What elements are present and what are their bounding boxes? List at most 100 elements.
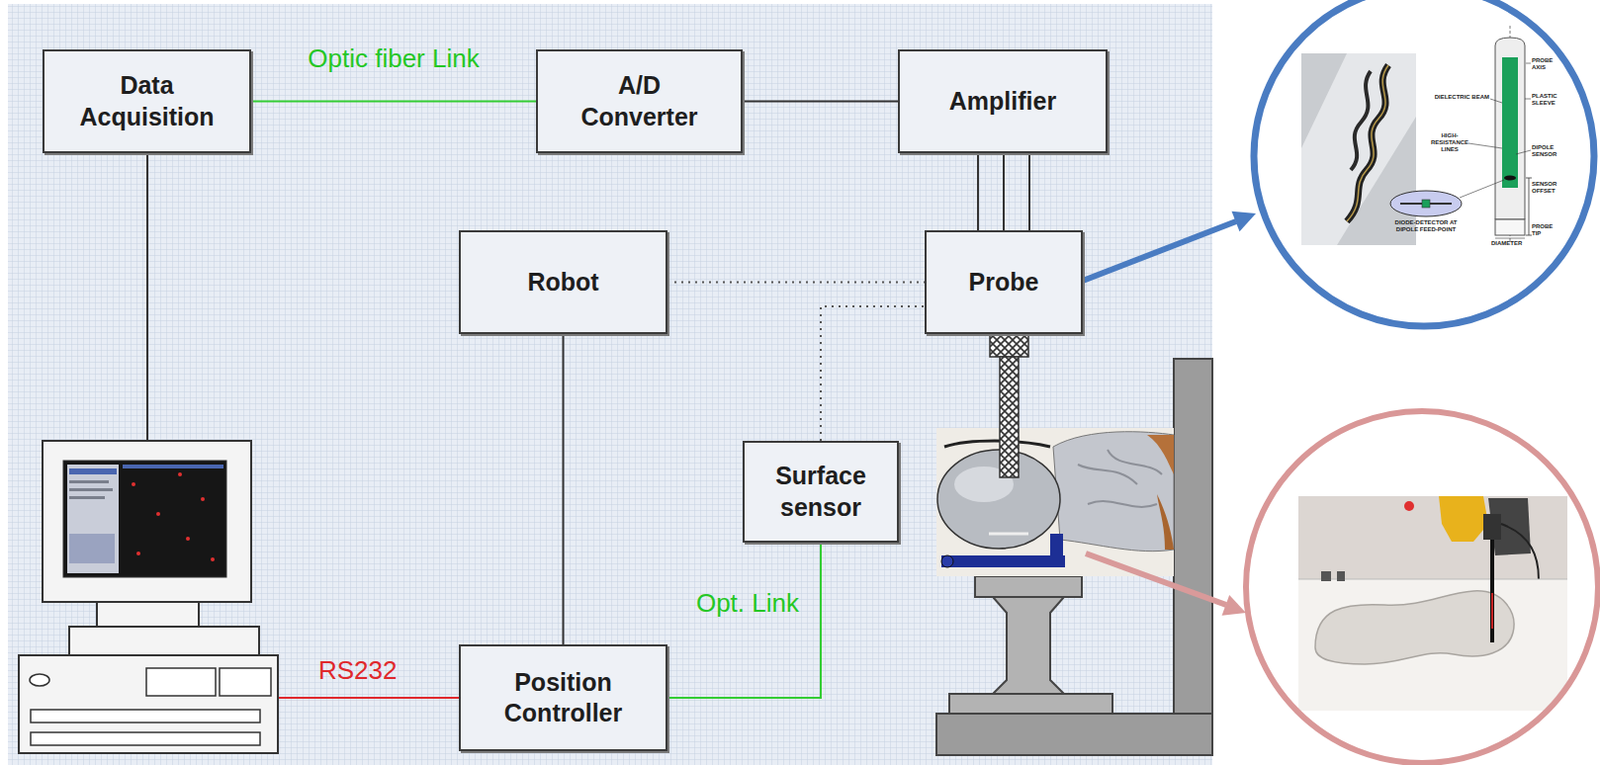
phantom-stand	[936, 358, 1213, 756]
probe-callout-circle-part-part	[1490, 98, 1503, 103]
connector-line	[251, 100, 536, 103]
probe-callout-circle-part-part	[1515, 150, 1531, 155]
process-box: Probe	[924, 230, 1083, 335]
robot-photo-circle-part-part	[1491, 593, 1494, 629]
probe-callout-circle-part-part	[1528, 177, 1530, 236]
probe-cable	[989, 335, 1029, 478]
connector-line	[562, 334, 565, 645]
connector-line	[1002, 153, 1005, 231]
connector-line	[667, 542, 821, 699]
computer-icon-part	[63, 460, 227, 578]
computer-icon-part	[131, 482, 136, 487]
probe-callout-circle-part-part	[1525, 63, 1531, 65]
head-phantom-part	[937, 449, 1061, 549]
robot-photo-circle-part	[1298, 496, 1568, 712]
computer-icon-part	[29, 674, 50, 687]
part-name: DIPOLE SENSOR	[1531, 144, 1557, 159]
head-phantom-part	[1077, 449, 1162, 508]
robot-photo-circle	[1245, 411, 1599, 764]
part-name: HIGH-RESISTANCE LINES	[1430, 132, 1469, 154]
head-phantom	[936, 428, 1174, 577]
probe-callout-circle-part-part	[1524, 98, 1531, 100]
robot-photo-circle-part	[1245, 411, 1599, 764]
computer-icon-part	[177, 472, 182, 477]
robot-photo-circle-part-part	[1438, 496, 1489, 542]
computer-icon-part	[136, 551, 141, 556]
phantom-stand-part	[936, 713, 1213, 756]
computer-icon-part	[219, 668, 271, 697]
box-label: Robot	[527, 266, 599, 298]
acquisition-wire-part	[146, 153, 149, 442]
probe-callout-circle-part-part	[1495, 219, 1525, 236]
robot-photo-circle-part-part	[1298, 579, 1568, 712]
robot-photo-circle-part-part	[1298, 496, 1568, 580]
probe-cable-part	[999, 356, 1019, 478]
probe-callout-circle-part-part	[1468, 143, 1503, 149]
probe-callout-circle-part	[1301, 25, 1532, 246]
process-box: Robot	[458, 230, 668, 335]
computer-icon-part	[96, 602, 199, 627]
computer-icon-part	[69, 533, 115, 564]
probe-callout-circle-part-part	[1350, 71, 1371, 171]
computer-icon-part	[69, 626, 260, 656]
computer-icon-part	[210, 557, 215, 562]
head-phantom-part	[1147, 435, 1174, 475]
link-label: Optic fiber Link	[307, 44, 479, 75]
robot-photo-circle-part-part	[1321, 571, 1332, 582]
computer-icon-part	[122, 464, 224, 469]
computer-icon-part	[30, 732, 261, 746]
grid-panel-part	[7, 3, 1213, 765]
connector-line	[977, 153, 979, 231]
head-phantom-part	[936, 428, 1174, 577]
robot-photo-circle-part	[1245, 411, 1599, 764]
callout-arrow-part	[1085, 553, 1227, 606]
probe-callout-circle-part-part	[1495, 238, 1525, 240]
rs232-wire	[277, 698, 459, 700]
robot-photo-circle-part-part	[1404, 501, 1415, 512]
part-name: PROBE TIP	[1531, 223, 1553, 238]
probe-callout-circle	[1253, 0, 1595, 327]
head-phantom-part	[941, 555, 954, 568]
probe-callout-circle-part-part	[1301, 53, 1417, 246]
head-phantom-part	[988, 533, 1029, 536]
connector-line	[1028, 153, 1031, 231]
computer-icon-part	[42, 441, 252, 603]
computer-icon-part	[18, 655, 278, 754]
part-name: DIELECTRIC BEAM	[1434, 93, 1490, 101]
computer-icon-part	[69, 496, 105, 500]
probe-callout-circle-part-part	[1504, 176, 1516, 181]
computer-icon-part	[67, 464, 119, 574]
computer-icon-part	[156, 512, 161, 517]
process-box: A/D Converter	[535, 49, 743, 154]
box-label: Data Acquisition	[79, 70, 214, 133]
robot-photo-circle-part-part	[1315, 591, 1514, 665]
probe-callout-circle-part	[1253, 0, 1595, 327]
acquisition-wire	[147, 153, 149, 442]
probe-callout-circle-part	[1253, 0, 1595, 327]
process-box: Amplifier	[897, 49, 1108, 154]
head-phantom-part	[1053, 432, 1174, 552]
box-label: Amplifier	[949, 86, 1057, 117]
probe-callout-circle-part-part	[1525, 235, 1532, 237]
callout-arrow-part	[1222, 595, 1246, 617]
callout-arrow	[1082, 211, 1256, 617]
computer-icon-part	[30, 710, 261, 723]
part-name: PROBE AXIS	[1531, 57, 1553, 72]
rs232-wire-part	[277, 697, 459, 700]
part-name: DIODE-DETECTOR AT DIPOLE FEED-POINT	[1385, 219, 1467, 234]
phantom-stand-part	[949, 694, 1113, 714]
connector-line	[742, 100, 898, 103]
part-name: DIAMETER	[1491, 240, 1522, 248]
probe-callout-circle-part-part	[1495, 37, 1525, 220]
computer-icon-part	[69, 488, 113, 492]
head-phantom-part	[1050, 533, 1064, 568]
probe-callout-circle-part-part	[1459, 179, 1505, 198]
probe-callout-circle-part-part	[1346, 65, 1389, 222]
computer-icon-part	[69, 480, 109, 484]
computer-icon-part	[146, 668, 216, 697]
computer-icon-part	[69, 468, 117, 475]
process-box: Surface sensor	[742, 441, 899, 543]
part-name: PLASTIC SLEEVE	[1531, 92, 1558, 107]
signal-label: RS232	[318, 656, 398, 687]
